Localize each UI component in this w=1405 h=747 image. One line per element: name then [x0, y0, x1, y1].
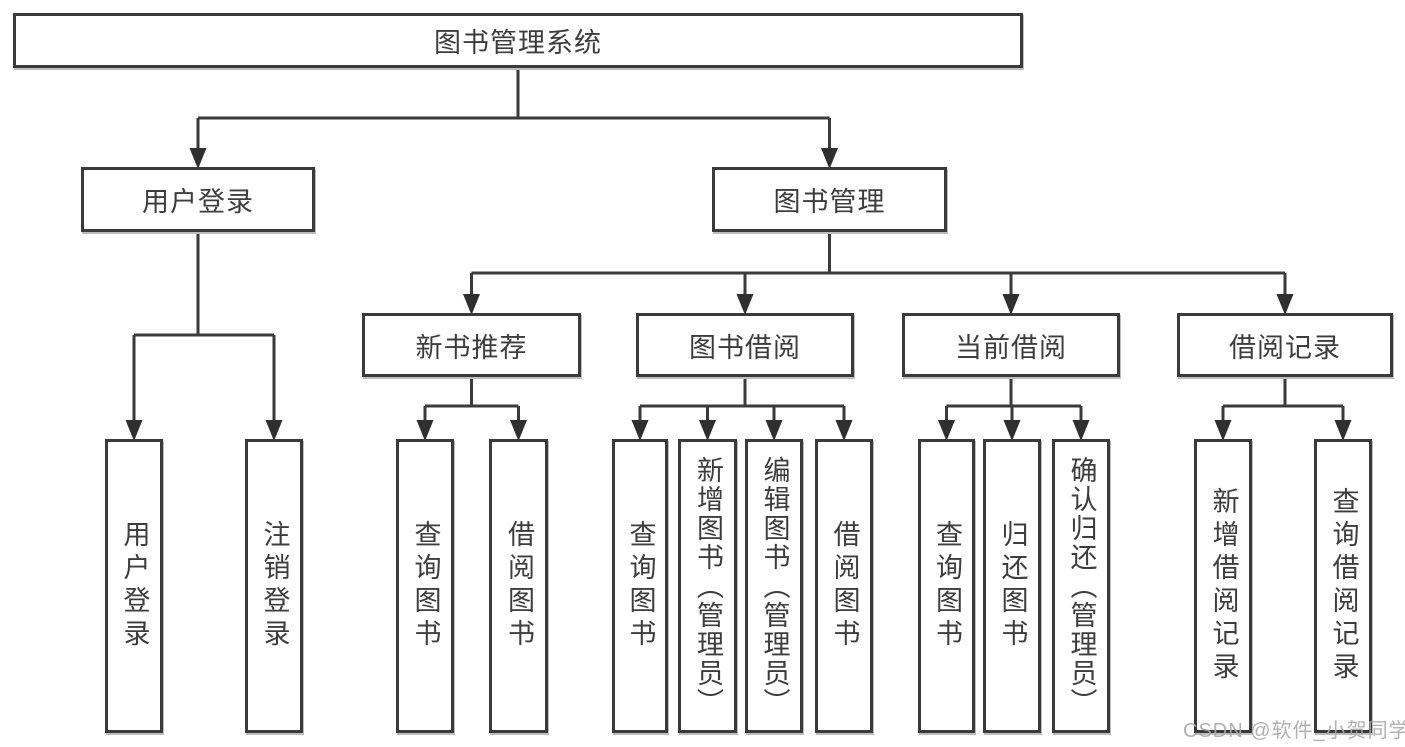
- node-book-borrow: 图书借阅: [636, 313, 854, 377]
- leaf-logout-login: 注销登录: [245, 439, 303, 733]
- leaf-borrow-book-1: 借阅图书: [489, 439, 548, 733]
- leaf-add-borrow-record: 新增借阅记录: [1194, 439, 1252, 733]
- node-borrow-records: 借阅记录: [1177, 313, 1393, 377]
- leaf-borrow-book-2: 借阅图书: [815, 439, 873, 733]
- leaf-search-book-1: 查询图书: [396, 439, 454, 733]
- node-book-management: 图书管理: [712, 167, 947, 232]
- leaf-return-book: 归还图书: [983, 439, 1041, 733]
- node-new-book-recommend: 新书推荐: [362, 313, 581, 377]
- leaf-add-book-admin: 新增图书（管理员）: [678, 439, 737, 733]
- leaf-search-book-3: 查询图书: [918, 439, 975, 733]
- csdn-watermark: CSDN @软件_小贺同学: [1183, 720, 1405, 742]
- leaf-search-borrow-record: 查询借阅记录: [1314, 439, 1372, 733]
- node-root-system: 图书管理系统: [13, 13, 1023, 68]
- node-current-borrow: 当前借阅: [902, 313, 1120, 377]
- node-user-login: 用户登录: [81, 167, 315, 232]
- leaf-user-login: 用户登录: [105, 439, 163, 733]
- leaf-edit-book-admin: 编辑图书（管理员）: [745, 439, 803, 733]
- leaf-confirm-return-admin: 确认归还（管理员）: [1052, 439, 1110, 733]
- leaf-search-book-2: 查询图书: [612, 439, 668, 733]
